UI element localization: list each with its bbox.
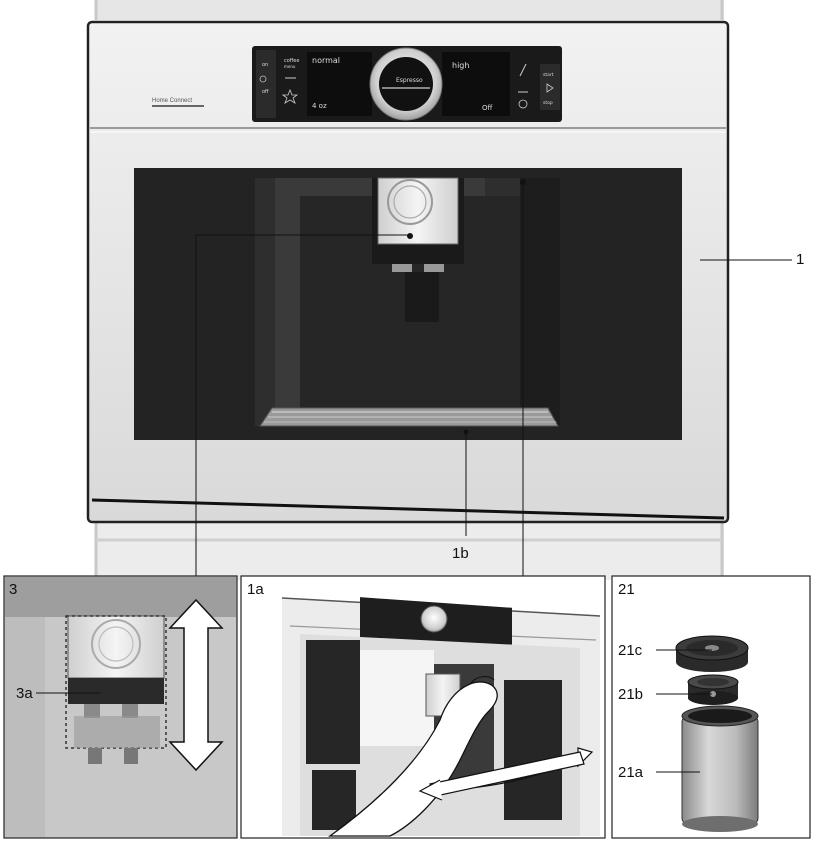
clean-icon xyxy=(518,99,528,109)
start-icon xyxy=(546,83,554,93)
milk-can xyxy=(681,705,759,832)
panel-outlet-detail xyxy=(3,575,238,839)
drip-tray xyxy=(259,407,559,427)
cup-setting-value: Off xyxy=(482,104,493,112)
callout-milk-insert: 21b xyxy=(618,686,644,703)
stop-label: stop xyxy=(543,100,553,106)
coffee-sub-label: menu xyxy=(284,64,296,69)
dispenser-cavity xyxy=(134,168,682,440)
svg-text:Home Connect: Home Connect xyxy=(152,98,192,104)
favorites-star-icon xyxy=(281,88,299,104)
temperature-value: high xyxy=(452,61,469,70)
coffee-outlet xyxy=(372,177,464,322)
control-panel: on off coffee menu normal 4 oz Espresso … xyxy=(252,46,562,122)
up-down-arrow-icon xyxy=(168,598,224,772)
callout-coffee-outlet: 3a xyxy=(16,685,33,702)
milk-lid xyxy=(675,635,749,672)
on-label: on xyxy=(262,62,268,68)
milk-insert xyxy=(687,674,739,705)
coffee-label: coffee xyxy=(284,58,299,64)
strength-value: normal xyxy=(312,56,340,65)
panel-label-milk: 21 xyxy=(618,581,635,598)
amount-value: 4 oz xyxy=(312,102,327,110)
off-label: off xyxy=(262,89,269,95)
start-label: start xyxy=(543,72,554,78)
hand-illustration xyxy=(327,681,498,837)
panel-label-outlet: 3 xyxy=(9,581,18,598)
callout-appliance: 1 xyxy=(796,251,805,268)
callout-milk-container: 21a xyxy=(618,764,644,781)
leader-lines xyxy=(195,179,792,576)
steam-icon xyxy=(519,63,527,77)
coffee-machine: on off coffee menu normal 4 oz Espresso … xyxy=(86,20,730,524)
home-connect-logo: Home Connect xyxy=(152,98,204,107)
callout-drip-tray: 1b xyxy=(452,545,469,562)
panel-door-open xyxy=(240,575,606,839)
callout-milk-lid: 21c xyxy=(618,642,643,659)
drink-name: Espresso xyxy=(396,77,423,84)
panel-label-door: 1a xyxy=(247,581,264,598)
panel-milk-container xyxy=(611,575,811,839)
